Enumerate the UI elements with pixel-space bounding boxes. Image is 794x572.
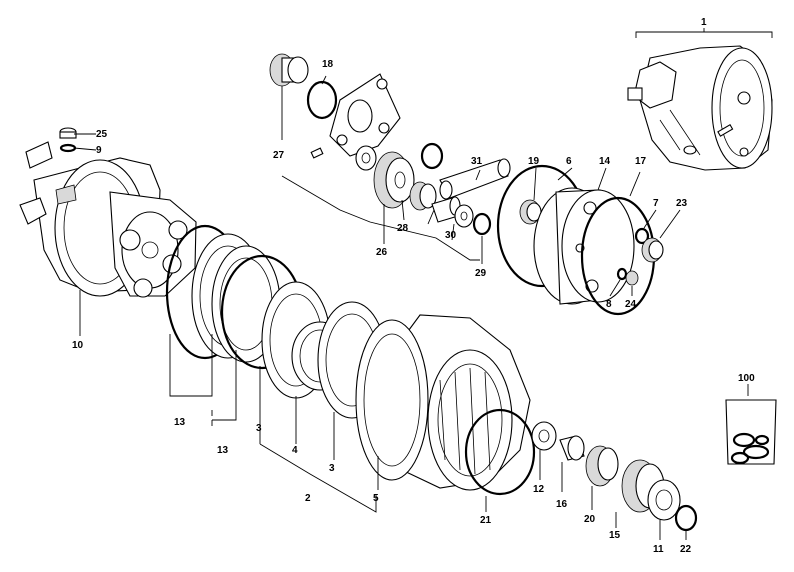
seal-kit-100 xyxy=(725,399,777,465)
callout-22: 22 xyxy=(680,544,692,555)
snap-ring-29 xyxy=(472,212,492,236)
callout-23: 23 xyxy=(676,198,688,209)
callout-11: 11 xyxy=(653,544,664,555)
callout-29: 29 xyxy=(475,268,487,279)
callout-9: 9 xyxy=(96,145,102,156)
assembly-1-complete-drive xyxy=(627,28,773,171)
callout-2: 2 xyxy=(305,493,311,504)
nameplate xyxy=(25,141,53,169)
callout-labels: 1 18 25 9 27 31 19 6 14 17 7 23 28 30 26… xyxy=(72,17,755,555)
snap-ring xyxy=(420,142,444,170)
plug-25 xyxy=(59,127,77,139)
gear-28 xyxy=(409,181,437,211)
motor-assembly-10 xyxy=(19,157,197,298)
callout-31: 31 xyxy=(471,156,483,167)
callout-16: 16 xyxy=(556,499,568,510)
callout-10: 10 xyxy=(72,340,84,351)
callout-30: 30 xyxy=(445,230,457,241)
callout-15: 15 xyxy=(609,530,621,541)
washer-12 xyxy=(531,421,557,451)
gear-26 xyxy=(373,151,415,209)
callout-25: 25 xyxy=(96,129,108,140)
callout-20: 20 xyxy=(584,514,596,525)
plug-23 xyxy=(641,237,664,263)
leader-lines xyxy=(73,75,749,540)
ring-21 xyxy=(464,408,536,496)
callout-3b: 3 xyxy=(329,463,335,474)
shaft-31 xyxy=(439,158,511,200)
callout-18: 18 xyxy=(322,59,334,70)
o-ring-7 xyxy=(634,227,650,245)
gear-27 xyxy=(269,53,309,87)
callout-21: 21 xyxy=(480,515,492,526)
o-ring-18 xyxy=(306,80,338,120)
o-ring-8 xyxy=(616,267,628,281)
pin xyxy=(310,147,324,159)
washer-30b xyxy=(454,204,474,228)
callout-4: 4 xyxy=(292,445,298,456)
seal-rings-13 xyxy=(165,224,304,370)
callout-3a: 3 xyxy=(256,423,262,434)
o-ring-9 xyxy=(59,143,77,153)
cover-11 xyxy=(647,479,681,521)
callout-19: 19 xyxy=(528,156,540,167)
plug-24 xyxy=(625,270,639,286)
callout-14: 14 xyxy=(599,156,611,167)
callout-24: 24 xyxy=(625,299,637,310)
bushing-16 xyxy=(559,435,585,461)
callout-7: 7 xyxy=(653,198,659,209)
snap-ring-22 xyxy=(674,504,698,532)
callout-13b: 13 xyxy=(217,445,229,456)
callout-6: 6 xyxy=(566,156,572,167)
callout-12: 12 xyxy=(533,484,545,495)
washer xyxy=(355,145,377,171)
housing-5 xyxy=(355,314,531,491)
callout-27: 27 xyxy=(273,150,285,161)
callout-13a: 13 xyxy=(174,417,186,428)
gear-20 xyxy=(585,445,619,487)
callout-100: 100 xyxy=(738,373,755,384)
callout-26: 26 xyxy=(376,247,388,258)
carrier-plate xyxy=(329,73,401,157)
callout-1: 1 xyxy=(701,17,707,28)
callout-17: 17 xyxy=(635,156,647,167)
plug-19 xyxy=(519,199,542,225)
callout-5: 5 xyxy=(373,493,379,504)
cover-14 xyxy=(533,187,635,305)
callout-8: 8 xyxy=(606,299,612,310)
callout-28: 28 xyxy=(397,223,409,234)
